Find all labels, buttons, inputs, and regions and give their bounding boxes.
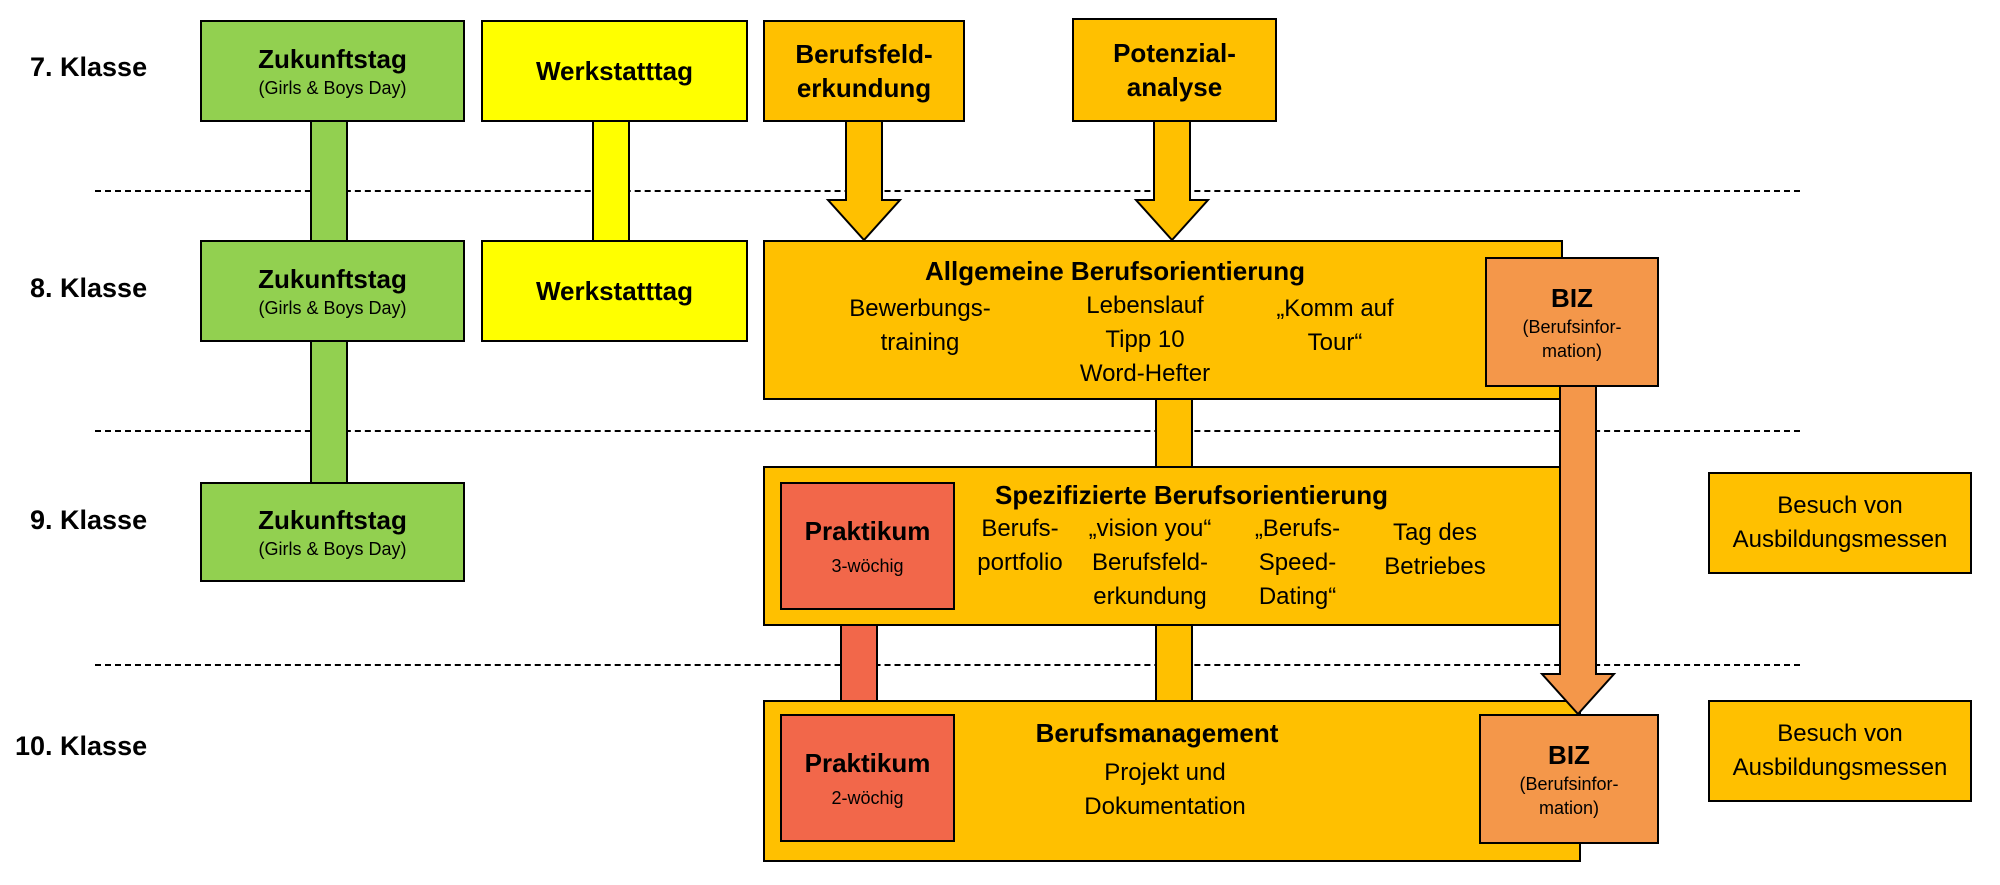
praktikum-title: Praktikum [804, 516, 931, 546]
biz-title: BIZ [1548, 740, 1590, 770]
separator-7-8 [95, 190, 1800, 192]
grade-label-9: 9. Klasse [30, 505, 148, 535]
werkstatttag-box-7: Werkstatttag [481, 20, 748, 122]
allgemeine-item-bewerbungstraining: Bewerbungs- training [820, 292, 1020, 360]
spezifizierte-item-vision-you: „vision you“ Berufsfeld- erkundung [1070, 512, 1230, 614]
spezifizierte-item-line: Dating“ [1258, 583, 1337, 610]
berufsfelderkundung-box: Berufsfeld- erkundung [763, 20, 965, 122]
allgemeine-item-line: Word-Hefter [1079, 360, 1211, 387]
messen-box-10: Besuch von Ausbildungsmessen [1708, 700, 1972, 802]
spezifizierte-item-line: Speed- [1258, 549, 1337, 576]
allgemeine-item-komm-auf-tour: „Komm auf Tour“ [1245, 292, 1425, 360]
spezifizierte-item-speed-dating: „Berufs- Speed- Dating“ [1235, 512, 1360, 614]
connector-werkstatttag-7-8 [592, 120, 630, 242]
praktikum-subtitle: 2-wöchig [831, 788, 904, 808]
werkstatttag-box-8: Werkstatttag [481, 240, 748, 342]
grade-label-7: 7. Klasse [30, 52, 148, 82]
connector-orientierung-9-10 [1155, 624, 1193, 702]
spezifizierte-item-line: Berufs- [981, 515, 1059, 542]
potenzialanalyse-line-1: Potenzial- [1113, 38, 1236, 68]
berufsmanagement-body-line: Projekt und [1104, 759, 1226, 786]
messen-line-2: Ausbildungsmessen [1732, 754, 1948, 781]
zukunftstag-title: Zukunftstag [258, 505, 407, 535]
praktikum-subtitle: 3-wöchig [831, 556, 904, 576]
messen-line-1: Besuch von [1777, 720, 1903, 747]
separator-8-9 [95, 430, 1800, 432]
zukunftstag-box-7: Zukunftstag (Girls & Boys Day) [200, 20, 465, 122]
spezifizierte-item-line: erkundung [1093, 583, 1207, 610]
allgemeine-berufsorientierung-box: Allgemeine Berufsorientierung Bewerbungs… [763, 240, 1563, 400]
spezifizierte-item-portfolio: Berufs- portfolio [975, 512, 1065, 580]
potenzialanalyse-box: Potenzial- analyse [1072, 18, 1277, 122]
grade-label-10: 10. Klasse [15, 731, 148, 761]
allgemeine-title: Allgemeine Berufsorientierung [925, 256, 1305, 286]
allgemeine-item-line: training [880, 329, 960, 356]
zukunftstag-subtitle: (Girls & Boys Day) [258, 539, 407, 559]
allgemeine-item-line: Tipp 10 [1105, 326, 1185, 353]
zukunftstag-title: Zukunftstag [258, 264, 407, 294]
messen-line-1: Besuch von [1777, 492, 1903, 519]
spezifizierte-item-line: Betriebes [1384, 553, 1486, 580]
messen-box-9: Besuch von Ausbildungsmessen [1708, 472, 1972, 574]
allgemeine-item-line: „Komm auf [1276, 295, 1394, 322]
biz-subtitle-line-2: mation) [1538, 798, 1600, 818]
messen-line-2: Ausbildungsmessen [1732, 526, 1948, 553]
biz-box-8: BIZ (Berufsinfor- mation) [1485, 257, 1659, 387]
spezifizierte-item-line: Tag des [1392, 519, 1478, 546]
connector-zukunftstag-8-9 [310, 340, 348, 484]
zukunftstag-subtitle: (Girls & Boys Day) [258, 298, 407, 318]
spezifizierte-item-tag-des-betriebes: Tag des Betriebes [1365, 516, 1505, 584]
allgemeine-item-line: Bewerbungs- [849, 295, 991, 322]
zukunftstag-title: Zukunftstag [258, 44, 407, 74]
potenzialanalyse-line-2: analyse [1126, 72, 1223, 102]
spezifizierte-title: Spezifizierte Berufsorientierung [995, 480, 1388, 510]
biz-subtitle-line-1: (Berufsinfor- [1522, 317, 1622, 337]
spezifizierte-item-line: „Berufs- [1254, 515, 1341, 542]
berufsfelderkundung-line-2: erkundung [796, 73, 932, 103]
biz-subtitle-line-2: mation) [1541, 341, 1603, 361]
berufsmanagement-body: Projekt und Dokumentation [1065, 756, 1265, 824]
zukunftstag-box-8: Zukunftstag (Girls & Boys Day) [200, 240, 465, 342]
werkstatttag-title: Werkstatttag [535, 276, 693, 306]
berufsfelderkundung-line-1: Berufsfeld- [795, 39, 933, 69]
praktikum-box-9: Praktikum 3-wöchig [780, 482, 955, 610]
spezifizierte-item-line: „vision you“ [1088, 515, 1212, 542]
connector-praktikum-9-10 [840, 608, 878, 716]
berufsmanagement-title: Berufsmanagement [1035, 718, 1279, 748]
biz-arrow-down-icon [1539, 384, 1617, 716]
berufsmanagement-body-line: Dokumentation [1084, 793, 1246, 820]
werkstatttag-title: Werkstatttag [535, 56, 693, 86]
spezifizierte-item-line: portfolio [977, 549, 1063, 576]
zukunftstag-box-9: Zukunftstag (Girls & Boys Day) [200, 482, 465, 582]
praktikum-title: Praktikum [804, 748, 931, 778]
allgemeine-item-line: Tour“ [1307, 329, 1363, 356]
allgemeine-item-lebenslauf: Lebenslauf Tipp 10 Word-Hefter [1055, 289, 1235, 391]
zukunftstag-subtitle: (Girls & Boys Day) [258, 78, 407, 98]
biz-title: BIZ [1551, 283, 1593, 313]
allgemeine-item-line: Lebenslauf [1086, 292, 1204, 319]
praktikum-box-10: Praktikum 2-wöchig [780, 714, 955, 842]
biz-box-10: BIZ (Berufsinfor- mation) [1479, 714, 1659, 844]
arrow-down-icon [825, 120, 903, 242]
biz-subtitle-line-1: (Berufsinfor- [1519, 774, 1619, 794]
grade-label-8: 8. Klasse [30, 273, 148, 303]
arrow-down-icon [1133, 120, 1211, 242]
separator-9-10 [95, 664, 1800, 666]
spezifizierte-item-line: Berufsfeld- [1091, 549, 1209, 576]
connector-zukunftstag-7-8 [310, 120, 348, 242]
connector-orientierung-8-9 [1155, 398, 1193, 468]
